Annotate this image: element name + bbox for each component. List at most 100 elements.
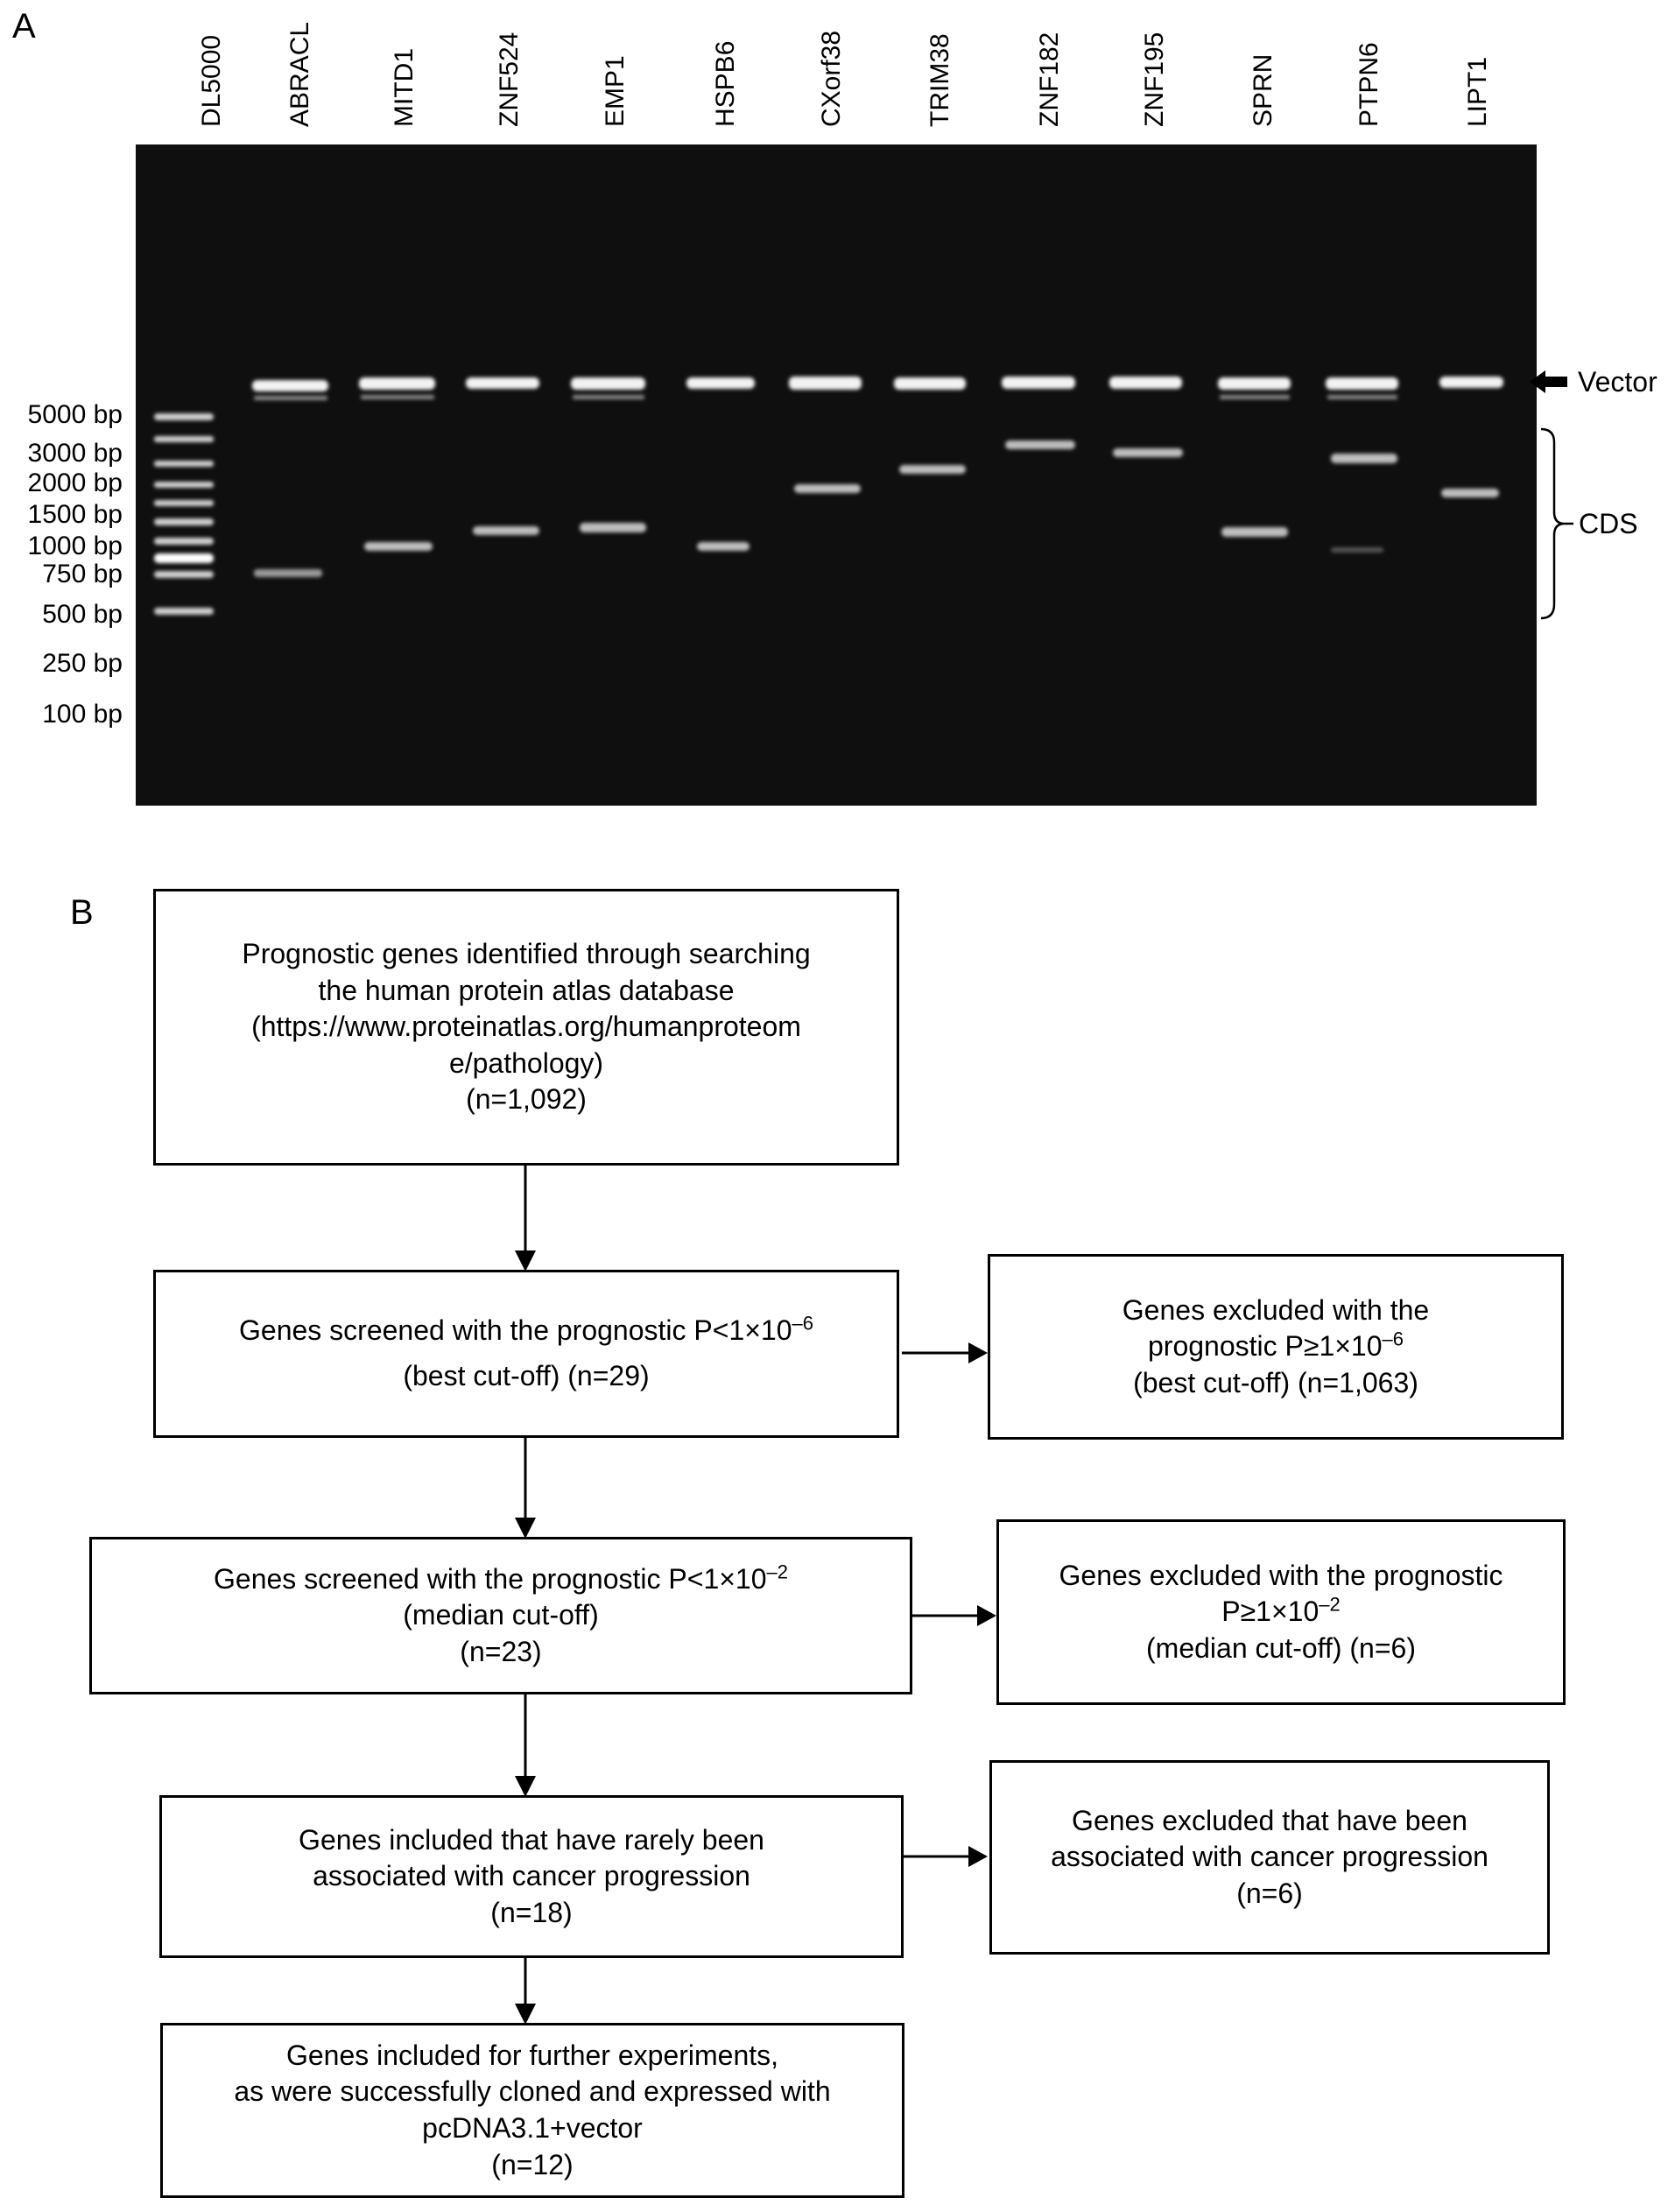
flow-box-excluded-best-line: Genes excluded with the (1122, 1293, 1430, 1326)
lane-label-lipt1: LIPT1 (1463, 57, 1492, 127)
flow-box-identified-line: (n=1,092) (466, 1083, 587, 1116)
ladder-band (154, 553, 214, 563)
cds-band-lipt1 (1441, 489, 1499, 497)
ladder-band (154, 538, 214, 545)
ladder-label-5000: 5000 bp (28, 400, 123, 429)
ladder-label-2000: 2000 bp (28, 468, 123, 497)
flow-box-excluded-associated-line: Genes excluded that have been (1072, 1804, 1467, 1836)
ladder-label-1000: 1000 bp (28, 532, 123, 560)
ladder-band (154, 518, 214, 525)
flow-box-best-cutoff-line: (best cut-off) (n=29) (403, 1360, 650, 1391)
flow-box-excluded-median-line: Genes excluded with the prognostic (1059, 1559, 1503, 1591)
lane-label-hspb6: HSPB6 (711, 41, 740, 127)
flow-box-excluded-best: Genes excluded with the prognostic P≥1×1… (988, 1254, 1564, 1440)
cds-band-mitd1 (364, 542, 433, 551)
flow-box-best-cutoff: Genes screened with the prognostic P<1×1… (153, 1270, 899, 1438)
panel-b-label: B (70, 893, 94, 932)
vector-band-cxorf38 (789, 377, 862, 390)
flow-box-excluded-associated-line: (n=6) (1236, 1877, 1303, 1909)
vector-band-hspb6 (686, 377, 755, 389)
flow-box-excluded-associated-line: associated with cancer progression (1051, 1841, 1488, 1873)
lane-label-mitd1: MITD1 (390, 48, 419, 127)
flow-box-identified: Prognostic genes identified through sear… (153, 889, 899, 1166)
flow-box-median-cutoff-line: Genes screened with the prognostic P<1×1… (214, 1560, 788, 1595)
ladder-label-100: 100 bp (42, 700, 123, 729)
lane-label-znf182: ZNF182 (1035, 32, 1064, 127)
flow-box-further-experiments: Genes included for further experiments, … (160, 2023, 904, 2198)
ladder-bands (154, 413, 214, 615)
lane-label-znf195: ZNF195 (1140, 32, 1169, 127)
ladder-band (154, 608, 214, 615)
flow-box-further-experiments-line: pcDNA3.1+vector (422, 2112, 643, 2144)
cds-band-emp1 (580, 523, 646, 532)
cds-band-ptpn6 (1331, 454, 1397, 463)
vector-band-znf195 (1109, 377, 1182, 389)
ladder-label-1500: 1500 bp (28, 500, 123, 529)
vector-bands (252, 377, 1503, 391)
ladder-label-500: 500 bp (42, 600, 123, 629)
flow-box-median-cutoff: Genes screened with the prognostic P<1×1… (89, 1537, 912, 1694)
lane-label-sprn: SPRN (1249, 54, 1277, 127)
vector-band-sprn (1218, 377, 1291, 390)
flow-box-identified-line: Prognostic genes identified through sear… (242, 938, 811, 970)
lane-label-emp1: EMP1 (601, 55, 630, 127)
vector-band-trim38 (894, 377, 966, 390)
ladder-band (154, 436, 214, 442)
cds-band-hspb6 (697, 542, 750, 551)
vector-band-znf182 (1002, 377, 1075, 389)
flow-box-identified-line: e/pathology) (448, 1046, 604, 1079)
vector-band-ptpn6 (1326, 377, 1398, 390)
gel-figure: DL5000 ABRACL MITD1 ZNF524 EMP1 HSPB6 CX… (28, 22, 1657, 806)
flow-box-rarely-associated-line: Genes included that have rarely been (299, 1823, 764, 1856)
cds-band-sprn (1221, 527, 1288, 537)
ladder-band (154, 413, 214, 420)
vector-band-mitd1 (359, 377, 435, 390)
flow-box-best-cutoff-line: Genes screened with the prognostic P<1×1… (239, 1312, 813, 1347)
ladder-label-750: 750 bp (42, 560, 123, 588)
lane-label-trim38: TRIM38 (925, 33, 954, 127)
panel-a-label: A (12, 7, 36, 46)
vector-label: Vector (1578, 366, 1657, 398)
cds-band-znf524 (473, 526, 539, 535)
cds-band-cxorf38 (794, 484, 861, 493)
lane-label-abracl: ABRACL (285, 22, 314, 127)
cds-band-znf182 (1005, 440, 1075, 449)
flow-box-identified-line: (https://www.proteinatlas.org/humanprote… (251, 1011, 801, 1043)
vector-shadow-bands (254, 395, 1397, 400)
flow-box-rarely-associated-line: (n=18) (490, 1896, 573, 1928)
cds-bands (254, 440, 1499, 577)
ladder-band (154, 500, 214, 506)
vector-band-emp1 (571, 377, 645, 390)
ladder-labels: 5000 bp 3000 bp 2000 bp 1500 bp 1000 bp … (28, 400, 123, 729)
vector-band-lipt1 (1439, 377, 1503, 388)
flow-box-excluded-best-line: (best cut-off) (n=1,063) (1133, 1366, 1418, 1398)
cds-band-trim38 (899, 465, 966, 474)
cds-band-znf195 (1113, 448, 1183, 457)
ladder-band (154, 482, 214, 488)
lane-label-cxorf38: CXorf38 (817, 31, 846, 127)
lane-label-ptpn6: PTPN6 (1355, 42, 1383, 127)
vector-arrow-icon (1530, 370, 1567, 393)
flow-box-rarely-associated: Genes included that have rarely been ass… (159, 1795, 904, 1958)
lane-label-dl5000: DL5000 (197, 35, 226, 127)
cds-band-abracl (254, 569, 322, 577)
flow-box-median-cutoff-line: (median cut-off) (403, 1599, 599, 1631)
flow-box-excluded-median: Genes excluded with the prognostic P≥1×1… (996, 1519, 1566, 1705)
flow-box-excluded-median-line: (median cut-off) (n=6) (1146, 1631, 1416, 1664)
flow-box-further-experiments-line: as were successfully cloned and expresse… (234, 2075, 831, 2108)
flow-box-excluded-associated: Genes excluded that have been associated… (989, 1760, 1550, 1955)
ladder-label-250: 250 bp (42, 649, 123, 678)
vector-band-abracl (252, 380, 328, 391)
flow-box-further-experiments-line: (n=12) (491, 2148, 574, 2180)
ladder-label-3000: 3000 bp (28, 439, 123, 468)
flow-box-median-cutoff-line: (n=23) (460, 1635, 542, 1667)
ladder-band (154, 461, 214, 467)
cds-label: CDS (1579, 508, 1638, 539)
flow-box-excluded-median-line: P≥1×10–2 (1221, 1593, 1341, 1628)
flow-box-excluded-best-line: prognostic P≥1×10–6 (1148, 1328, 1404, 1363)
ladder-band (154, 571, 214, 578)
lane-label-znf524: ZNF524 (495, 32, 524, 127)
flow-box-identified-line: the human protein atlas database (318, 974, 735, 1006)
flow-box-rarely-associated-line: associated with cancer progression (313, 1860, 750, 1892)
